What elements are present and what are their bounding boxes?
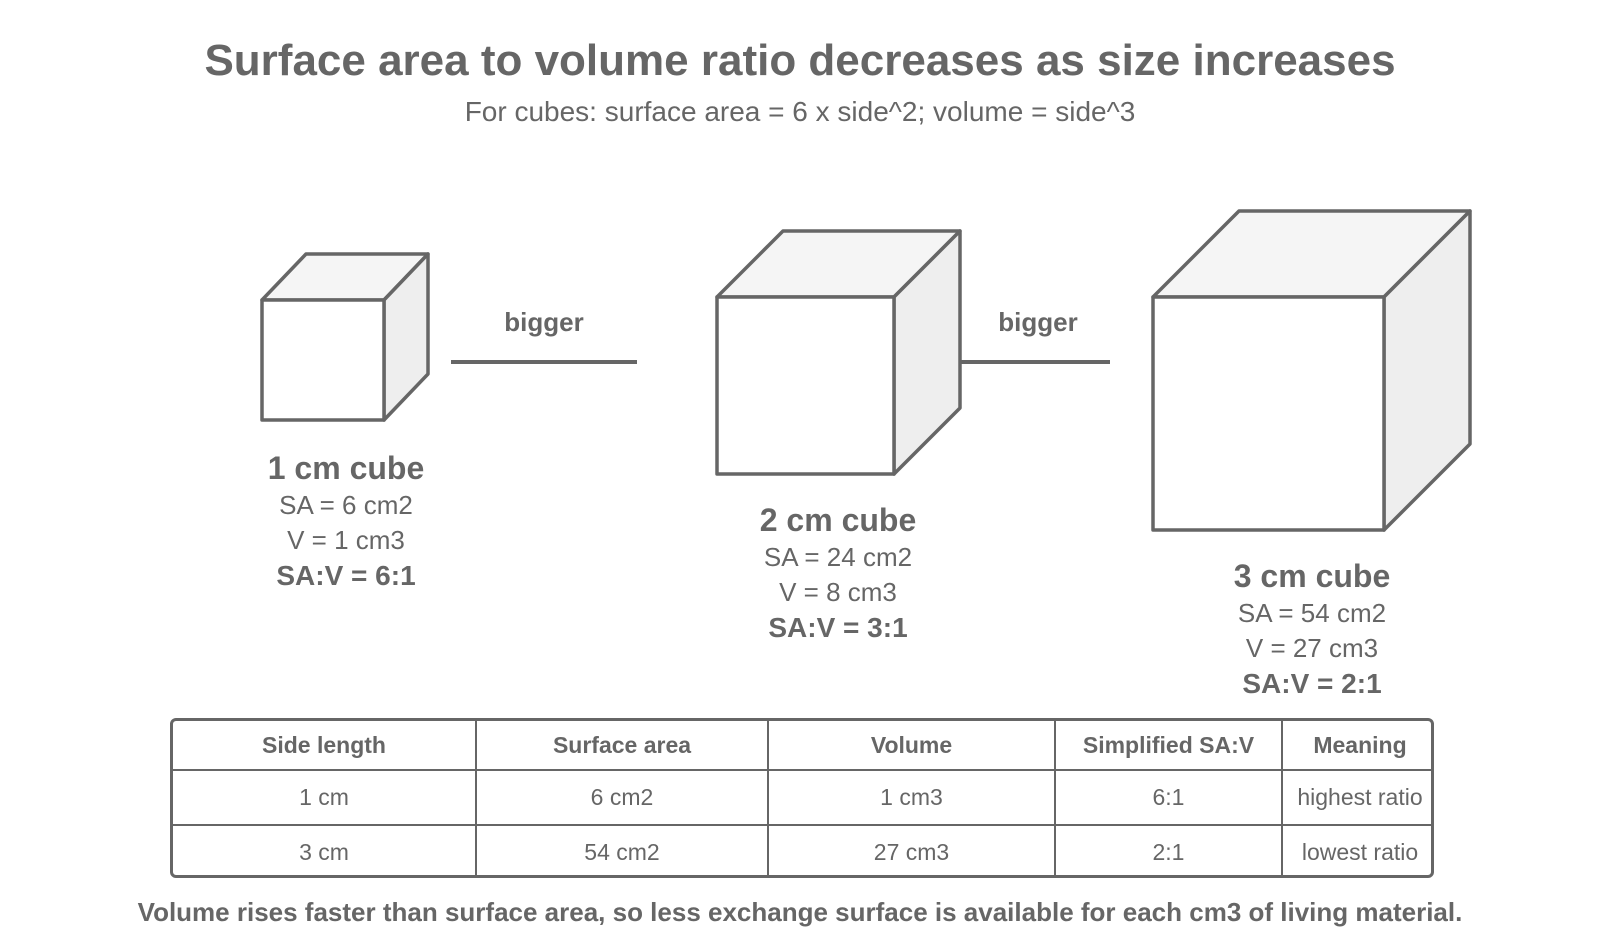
cube-3cm-ratio: SA:V = 2:1 — [1242, 668, 1382, 699]
cube-2cm-front-face — [715, 295, 896, 476]
cell-volume: 27 cm3 — [767, 824, 1056, 875]
connector-label-1: bigger — [504, 307, 584, 337]
table-header-row: Side length Surface area Volume Simplifi… — [173, 721, 1431, 771]
header-side-length: Side length — [173, 721, 477, 771]
cell-meaning: highest ratio — [1281, 769, 1431, 826]
cube-1cm-caption: 1 cm cube SA = 6 cm2 V = 1 cm3 SA:V = 6:… — [196, 448, 496, 593]
cube-1cm-surface-area: SA = 6 cm2 — [279, 490, 413, 520]
cube-2cm-surface-area: SA = 24 cm2 — [763, 542, 913, 572]
header-volume: Volume — [767, 721, 1056, 771]
cube-3cm-front-face — [1151, 295, 1386, 532]
cube-3cm-volume: V = 27 cm3 — [1245, 633, 1379, 663]
cube-1cm-volume: V = 1 cm3 — [287, 525, 405, 555]
cell-volume: 1 cm3 — [767, 769, 1056, 826]
footer-note: Volume rises faster than surface area, s… — [137, 897, 1463, 927]
cell-ratio: 2:1 — [1054, 824, 1283, 875]
diagram-title: Surface area to volume ratio decreases a… — [204, 36, 1396, 85]
cube-3cm — [1151, 209, 1472, 532]
cell-surface-area: 6 cm2 — [475, 769, 769, 826]
table-row: 1 cm 6 cm2 1 cm3 6:1 highest ratio — [173, 769, 1431, 826]
cube-1cm-name: 1 cm cube — [267, 450, 425, 486]
cell-side-length: 3 cm — [173, 824, 477, 875]
diagram-subtitle: For cubes: surface area = 6 x side^2; vo… — [464, 96, 1136, 127]
cube-3cm-caption: 3 cm cube SA = 54 cm2 V = 27 cm3 SA:V = … — [1162, 556, 1462, 701]
cube-1cm — [260, 252, 430, 422]
header-simplified-ratio: Simplified SA:V — [1054, 721, 1283, 771]
cube-2cm-name: 2 cm cube — [759, 502, 917, 538]
cube-3cm-name: 3 cm cube — [1233, 558, 1391, 594]
table-row: 3 cm 54 cm2 27 cm3 2:1 lowest ratio — [173, 824, 1431, 875]
comparison-table: Side length Surface area Volume Simplifi… — [173, 721, 1431, 875]
header-meaning: Meaning — [1281, 721, 1431, 771]
cube-2cm-caption: 2 cm cube SA = 24 cm2 V = 8 cm3 SA:V = 3… — [688, 500, 988, 645]
cube-2cm-volume: V = 8 cm3 — [779, 577, 897, 607]
cube-1cm-ratio: SA:V = 6:1 — [276, 560, 416, 591]
cube-3cm-surface-area: SA = 54 cm2 — [1237, 598, 1387, 628]
cell-side-length: 1 cm — [173, 769, 477, 826]
cube-2cm-ratio: SA:V = 3:1 — [768, 612, 908, 643]
connector-label-2: bigger — [998, 307, 1078, 337]
cube-1cm-front-face — [260, 298, 386, 422]
cell-surface-area: 54 cm2 — [475, 824, 769, 875]
cell-ratio: 6:1 — [1054, 769, 1283, 826]
header-surface-area: Surface area — [475, 721, 769, 771]
cell-meaning: lowest ratio — [1281, 824, 1431, 875]
comparison-table-container: Side length Surface area Volume Simplifi… — [170, 718, 1434, 878]
cube-2cm — [715, 229, 962, 476]
